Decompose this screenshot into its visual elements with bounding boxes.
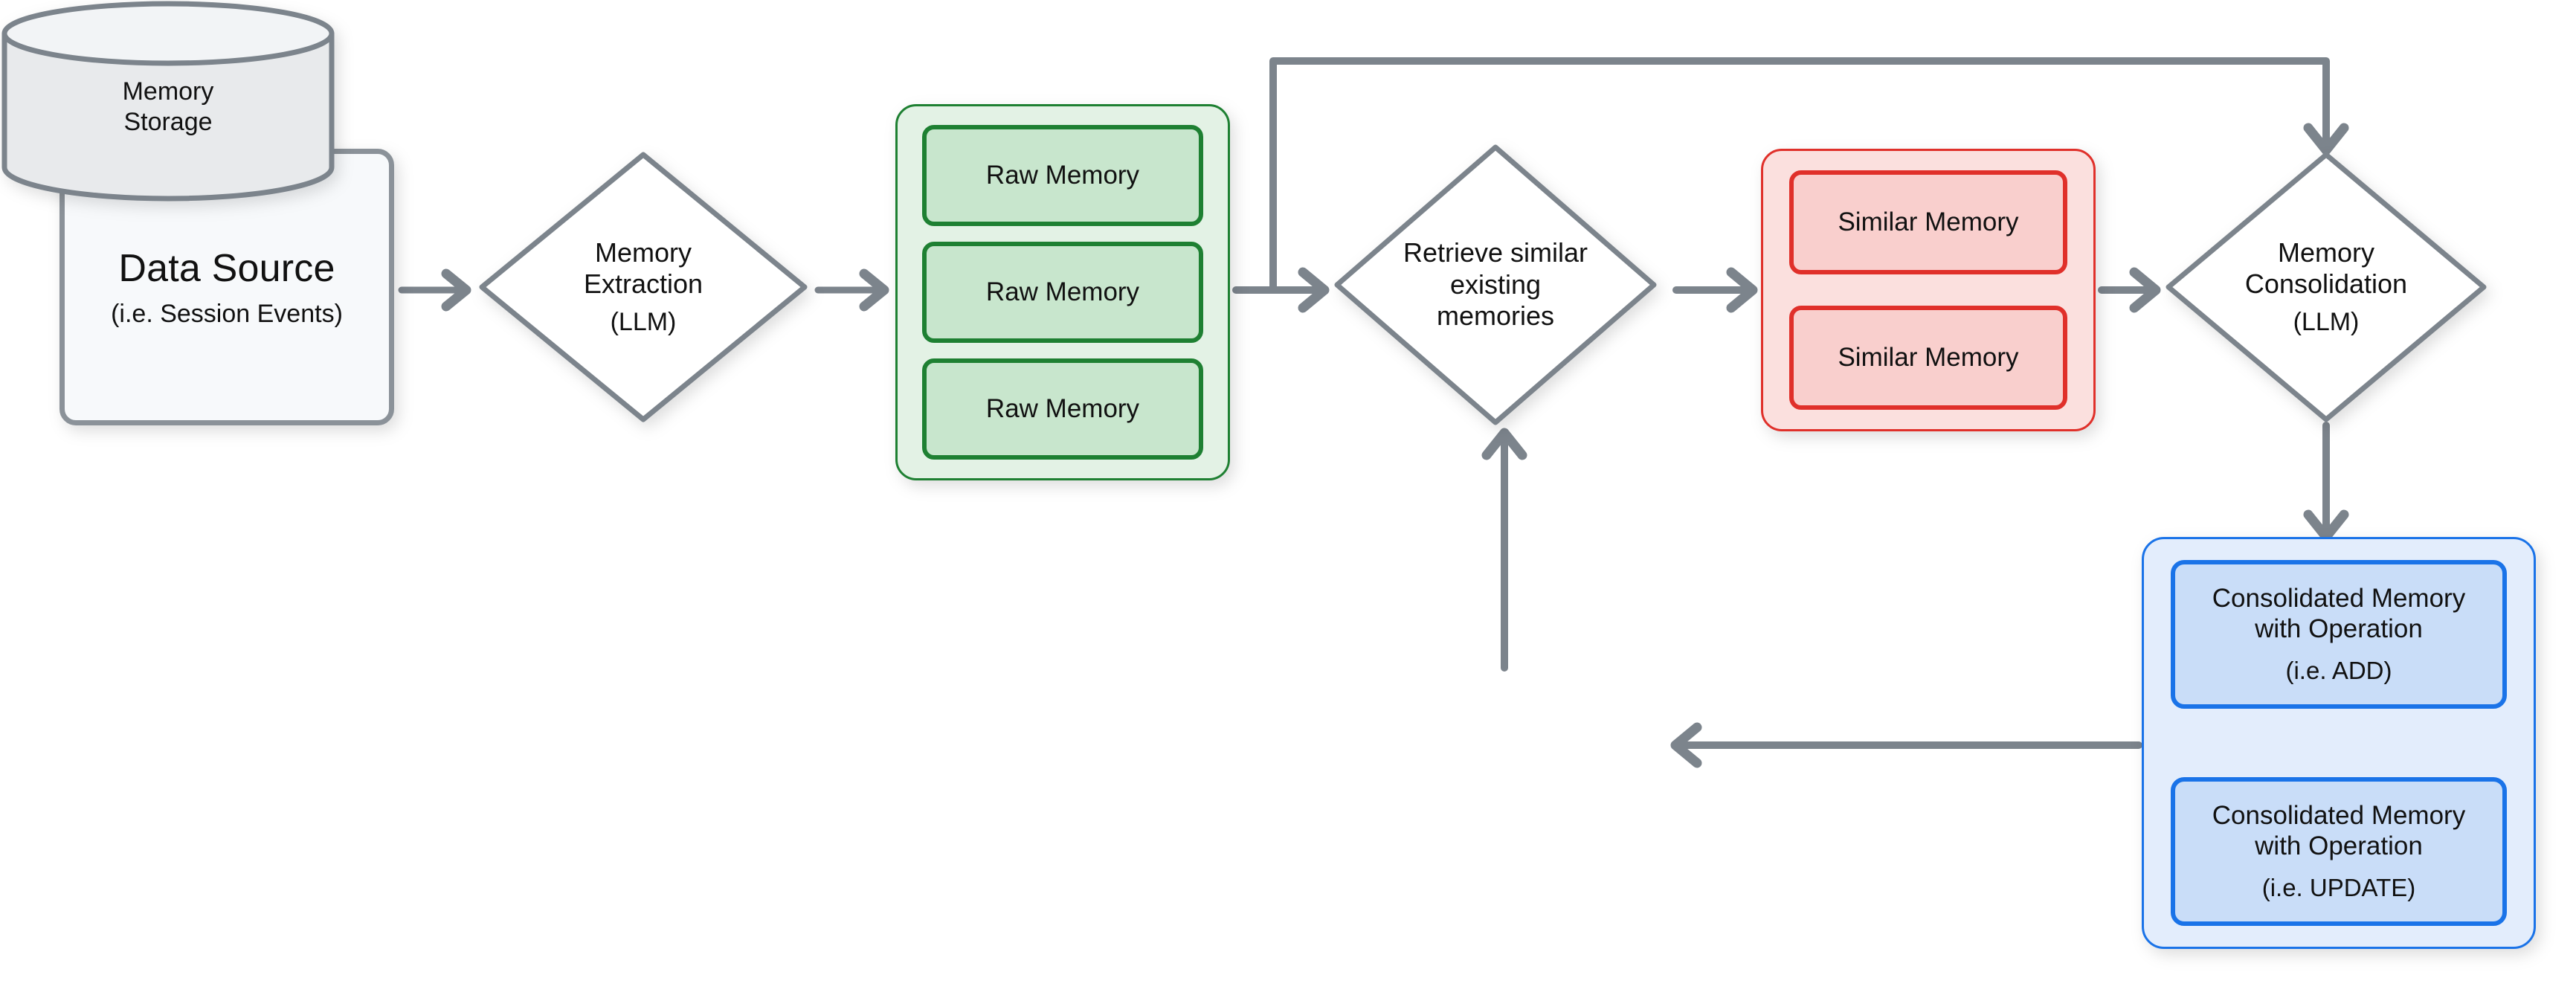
card-consolidated-memory-update[interactable]: Consolidated Memory with Operation (i.e.… xyxy=(2171,777,2507,926)
raw-memory-label-1: Raw Memory xyxy=(985,161,1140,190)
consolidated-memory-add-line1: Consolidated Memory xyxy=(2212,584,2466,614)
raw-memory-label-3: Raw Memory xyxy=(985,394,1140,423)
card-similar-memory-2[interactable]: Similar Memory xyxy=(1789,306,2067,410)
consolidated-memory-update-line1: Consolidated Memory xyxy=(2212,801,2466,831)
edge-memory-extraction-to-raw-memory xyxy=(814,268,889,312)
similar-memory-label-2: Similar Memory xyxy=(1838,343,2019,372)
node-retrieve-similar-memories[interactable]: Retrieve similar existing memories xyxy=(1331,141,1660,428)
card-raw-memory-3[interactable]: Raw Memory xyxy=(922,358,1203,460)
memory-consolidation-title-line2: Consolidation xyxy=(2244,268,2408,299)
retrieve-similar-line3: memories xyxy=(1436,300,1555,332)
edge-retrieve-similar-to-similar-memory xyxy=(1672,267,1758,313)
card-raw-memory-2[interactable]: Raw Memory xyxy=(922,242,1203,343)
edge-memory-consolidation-to-consolidated-memory xyxy=(2303,422,2349,542)
raw-memory-label-2: Raw Memory xyxy=(985,277,1140,306)
consolidated-memory-update-operation: (i.e. UPDATE) xyxy=(2261,873,2416,901)
memory-extraction-subtitle: (LLM) xyxy=(610,308,677,337)
group-raw-memory: Raw Memory Raw Memory Raw Memory xyxy=(895,104,1230,480)
data-source-title: Data Source xyxy=(118,246,335,290)
retrieve-similar-line2: existing xyxy=(1449,268,1542,300)
card-similar-memory-1[interactable]: Similar Memory xyxy=(1789,170,2067,274)
retrieve-similar-line1: Retrieve similar xyxy=(1403,237,1588,268)
card-consolidated-memory-add[interactable]: Consolidated Memory with Operation (i.e.… xyxy=(2171,560,2507,709)
group-consolidated-memory: Consolidated Memory with Operation (i.e.… xyxy=(2142,537,2536,949)
cylinder-shape xyxy=(1,1,335,202)
consolidated-memory-add-operation: (i.e. ADD) xyxy=(2285,656,2392,684)
edge-data-source-to-memory-extraction xyxy=(398,268,471,312)
memory-storage-line2: Storage xyxy=(123,108,213,136)
edge-raw-memory-to-retrieve-similar xyxy=(1232,267,1330,313)
card-raw-memory-1[interactable]: Raw Memory xyxy=(922,125,1203,226)
edge-consolidated-memory-to-memory-storage xyxy=(1670,722,2142,768)
memory-extraction-title-line1: Memory xyxy=(594,236,692,268)
memory-consolidation-subtitle: (LLM) xyxy=(2293,308,2360,337)
diamond-shape xyxy=(1334,144,1657,425)
similar-memory-label-1: Similar Memory xyxy=(1838,207,2019,236)
memory-extraction-title-line2: Extraction xyxy=(583,268,703,299)
group-similar-memory: Similar Memory Similar Memory xyxy=(1761,149,2096,431)
diamond-shape xyxy=(2166,152,2487,422)
node-memory-extraction[interactable]: Memory Extraction (LLM) xyxy=(476,149,811,425)
edge-memory-storage-to-retrieve-similar xyxy=(1481,428,1527,672)
memory-storage-line1: Memory xyxy=(122,77,214,106)
node-memory-storage[interactable]: Memory Storage xyxy=(0,0,336,202)
consolidated-memory-update-line2: with Operation xyxy=(2255,831,2423,860)
memory-consolidation-title-line1: Memory xyxy=(2277,236,2374,268)
consolidated-memory-add-line2: with Operation xyxy=(2255,614,2423,643)
edge-similar-memory-to-memory-consolidation xyxy=(2098,267,2161,313)
data-source-subtitle: (i.e. Session Events) xyxy=(111,299,343,328)
node-memory-consolidation[interactable]: Memory Consolidation (LLM) xyxy=(2163,149,2490,425)
diamond-shape xyxy=(479,152,808,422)
